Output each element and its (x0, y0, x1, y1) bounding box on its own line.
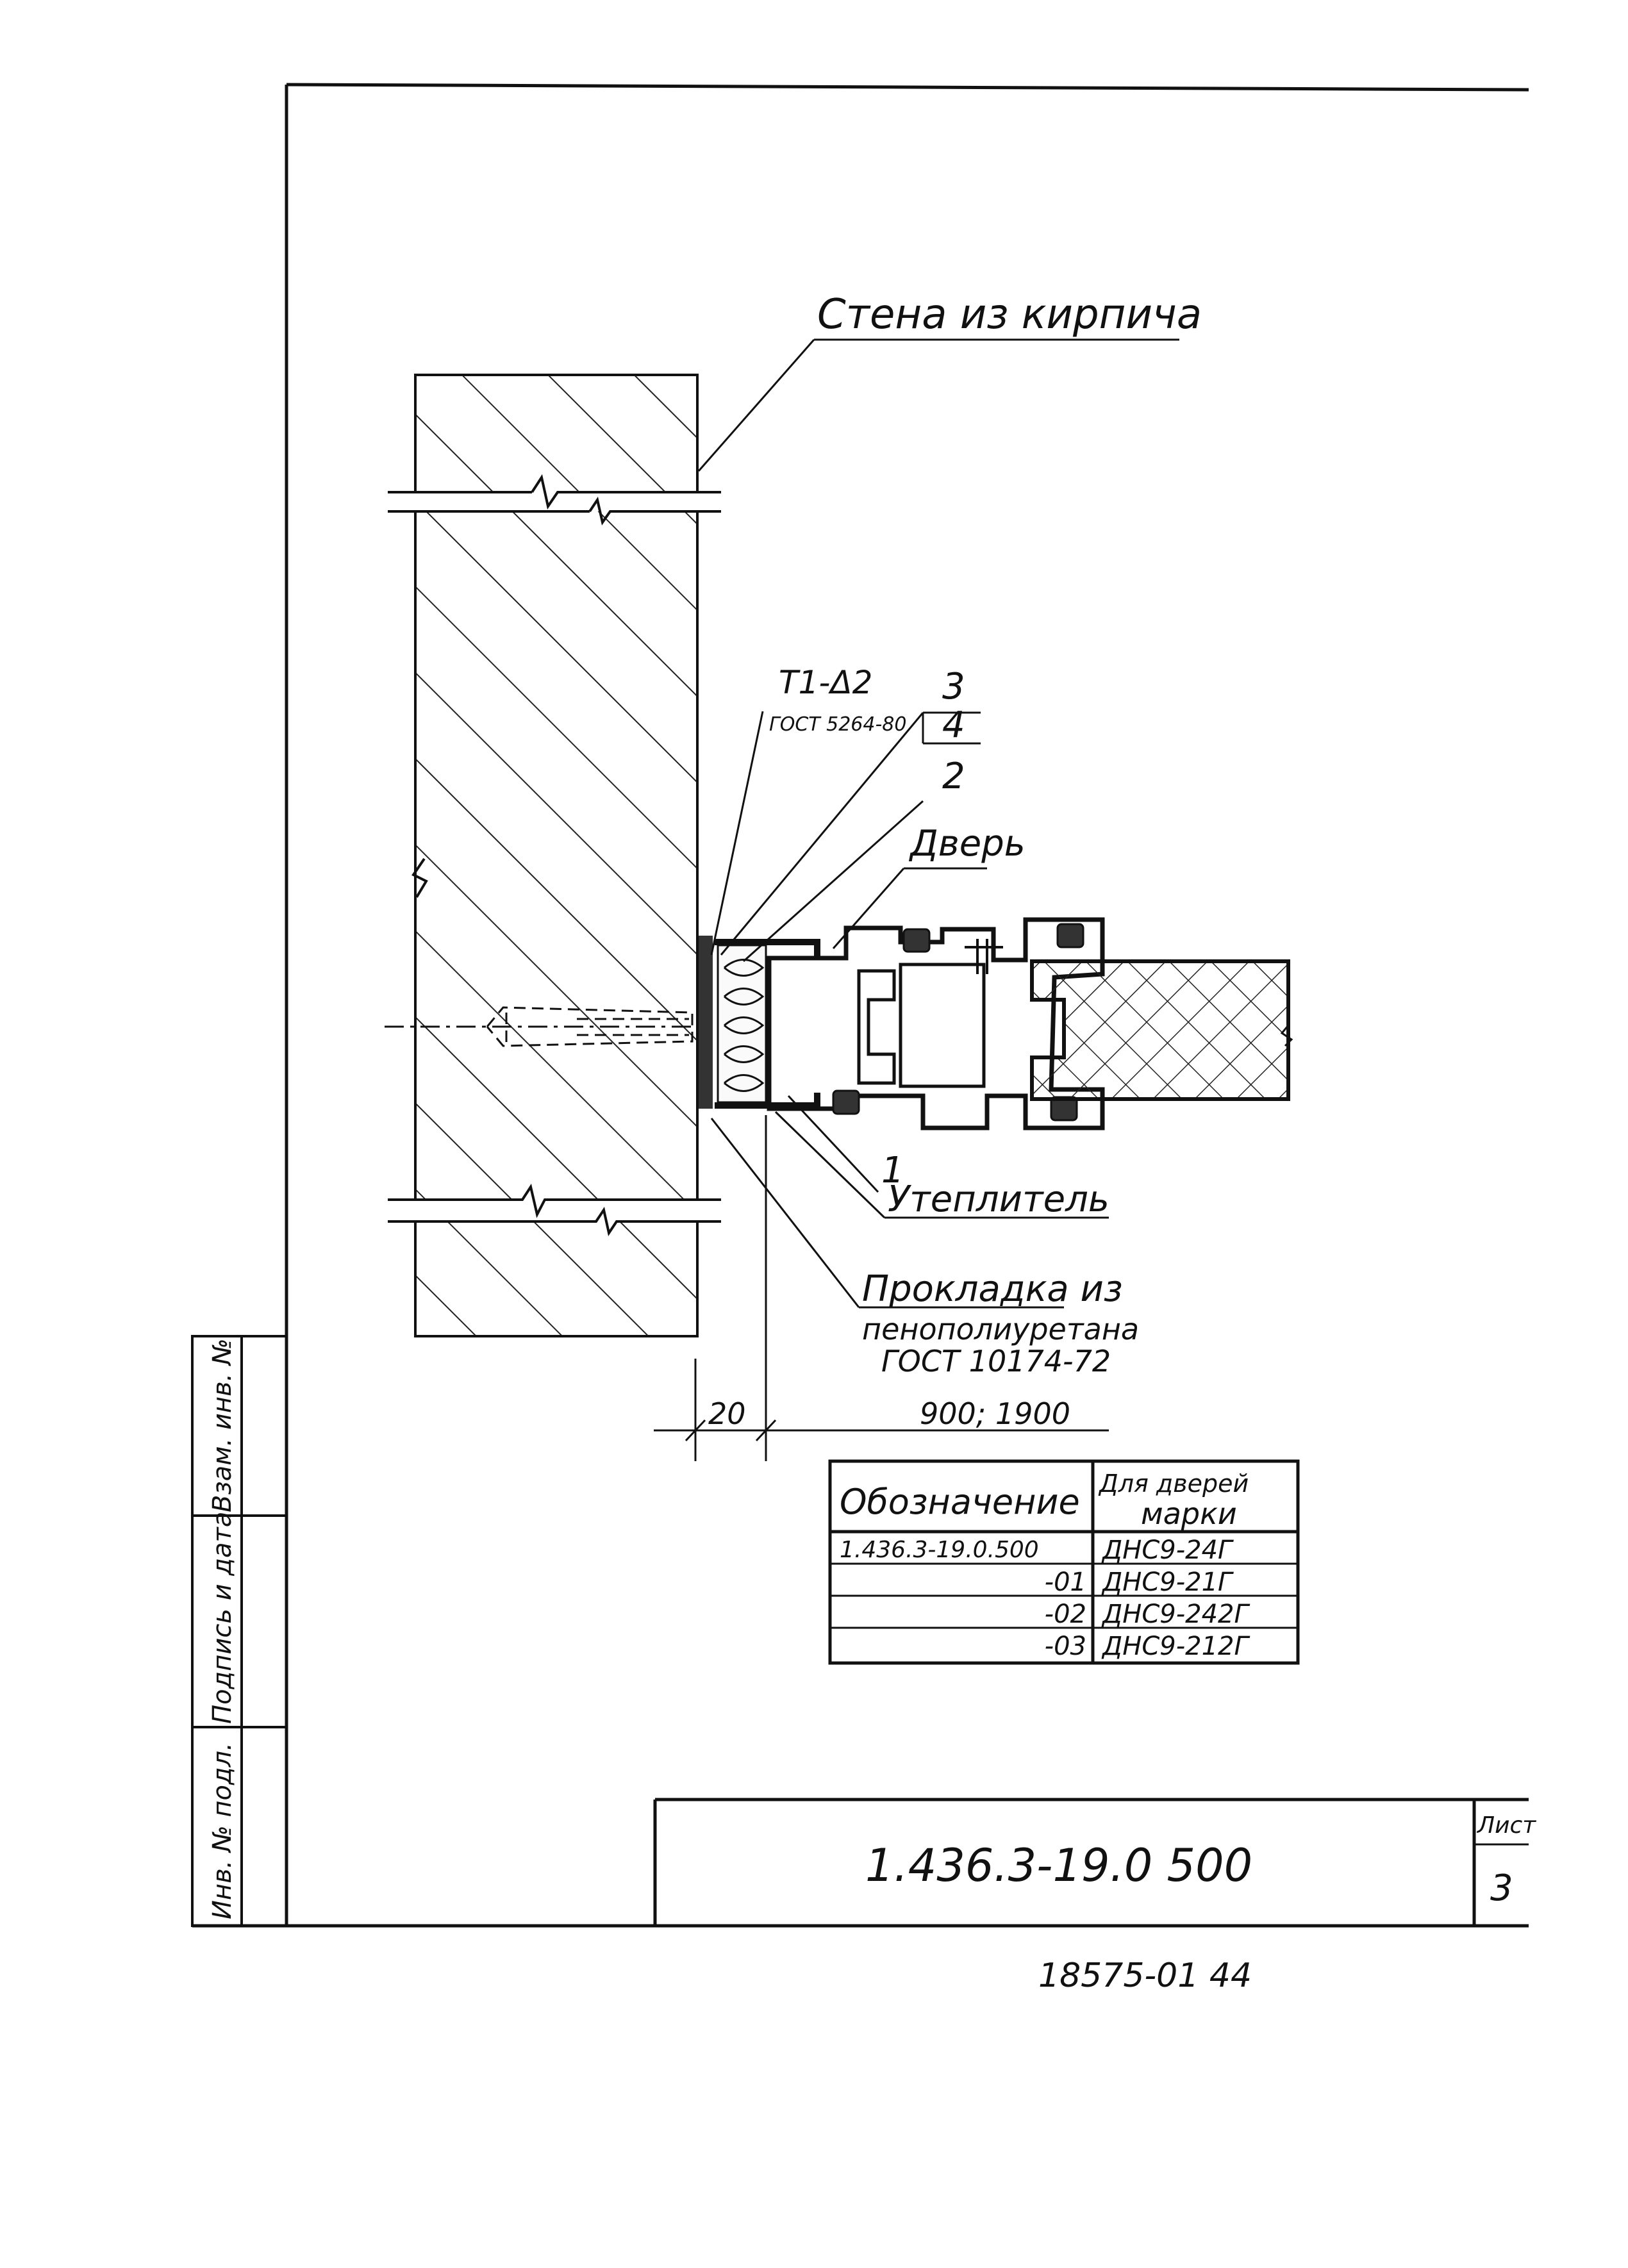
table-row: -01 ДНС9-21Г (1045, 1568, 1234, 1597)
label-gasket-line3: ГОСТ 10174-72 (881, 1344, 1111, 1378)
table-row: 1.436.3-19.0.500 ДНС9-24Г (840, 1535, 1234, 1565)
label-brick-wall: Стена из кирпича (817, 291, 1202, 338)
designation-table: Обозначение Для дверей марки 1.436.3-19.… (828, 1459, 1300, 1665)
dimension-lines (654, 1115, 1109, 1461)
door-leaf (1030, 959, 1293, 1101)
table-header-designation: Обозначение (840, 1482, 1080, 1522)
side-stamp: Взам. инв. № Подпись и дата Инв. № подл. (191, 1335, 288, 1927)
row-designation: -01 (1045, 1568, 1086, 1597)
label-gasket-line2: пенополиуретана (862, 1312, 1139, 1346)
row-mark: ДНС9-21Г (1101, 1568, 1234, 1597)
leader-lines (697, 338, 1179, 1309)
stamp-signature-date: Подпись и дата (208, 1512, 237, 1724)
label-weld-symbol: Т1-Δ2 (779, 664, 872, 701)
stamp-replaces-inv: Взам. инв. № (208, 1338, 237, 1512)
table-row: -02 ДНС9-242Г (1045, 1600, 1250, 1629)
callout-labels: Стена из кирпича Т1-Δ2 ГОСТ 5264-80 3 4 … (708, 291, 1202, 1431)
archive-number: 18575-01 44 (1038, 1957, 1252, 1995)
sheet-number: 3 (1490, 1867, 1513, 1909)
table-header-mark: марки (1141, 1496, 1237, 1531)
sheet-label: Лист (1476, 1812, 1536, 1839)
label-position-2: 2 (942, 756, 965, 797)
label-insulation: Утеплитель (888, 1179, 1109, 1220)
brick-wall-section (385, 374, 721, 1337)
dimension-size: 900; 1900 (920, 1396, 1070, 1431)
label-position-3: 3 (942, 666, 965, 708)
label-gasket-line1: Прокладка из (862, 1268, 1123, 1310)
row-designation: 1.436.3-19.0.500 (840, 1537, 1039, 1563)
door-frame-profile (699, 917, 1105, 1130)
table-header-for-doors: Для дверей (1098, 1469, 1249, 1498)
label-weld-standard: ГОСТ 5264-80 (769, 713, 906, 736)
row-mark: ДНС9-24Г (1101, 1535, 1234, 1565)
label-door: Дверь (908, 823, 1026, 865)
document-code: 1.436.3-19.0 500 (865, 1839, 1252, 1892)
row-designation: -03 (1045, 1632, 1086, 1661)
dimension-gap: 20 (708, 1396, 746, 1431)
row-mark: ДНС9-242Г (1101, 1600, 1250, 1629)
stamp-inv-original: Инв. № подл. (208, 1742, 237, 1919)
table-row: -03 ДНС9-212Г (1045, 1632, 1250, 1661)
row-designation: -02 (1045, 1600, 1086, 1629)
label-position-1: 1 (881, 1150, 904, 1191)
anchor-dowel (486, 1006, 694, 1047)
title-block: 1.436.3-19.0 500 Лист 3 (653, 1798, 1536, 1926)
row-mark: ДНС9-212Г (1101, 1632, 1250, 1661)
label-position-4: 4 (942, 704, 965, 746)
